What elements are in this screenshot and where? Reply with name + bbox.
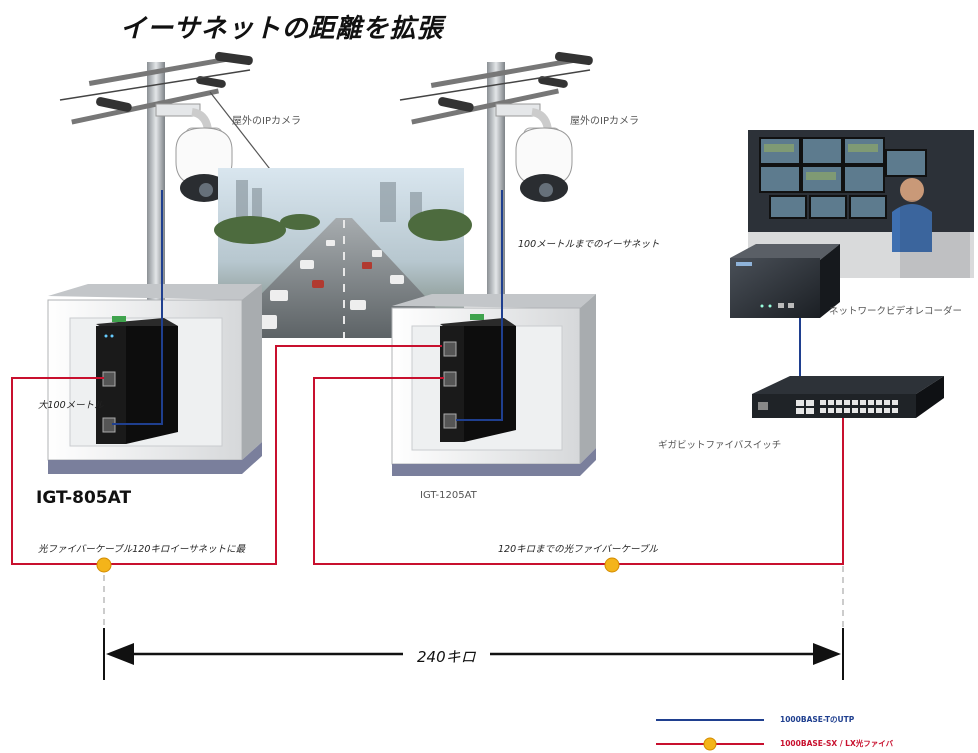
fiber-connector-icon bbox=[96, 557, 620, 573]
ip-camera-icon bbox=[495, 103, 573, 202]
camera-right-label: 屋外のIPカメラ bbox=[570, 116, 639, 127]
fiber-connector-icon bbox=[703, 737, 717, 751]
media-converter-icon bbox=[440, 314, 516, 442]
utp-links bbox=[112, 190, 801, 425]
model-right-label: IGT-1205AT bbox=[420, 490, 477, 501]
utility-pole-icon bbox=[399, 51, 593, 302]
network-video-recorder-icon bbox=[730, 244, 840, 318]
distance-guides bbox=[103, 566, 844, 628]
ip-camera-icon bbox=[155, 103, 233, 202]
legend-utp-label: 1000BASE-TのUTP bbox=[780, 715, 855, 724]
fiber-switch-icon bbox=[752, 376, 944, 418]
fiber-right-label: 120キロまでの光ファイバーケーブル bbox=[498, 544, 658, 555]
utp-100m-label: 100メートルまでのイーサネット bbox=[518, 239, 660, 250]
model-left-label: IGT-805AT bbox=[36, 488, 132, 508]
utility-pole-icon bbox=[59, 51, 281, 300]
distance-label: 240キロ bbox=[403, 646, 490, 667]
legend-fiber-label: 1000BASE-SX / LX光ファイバ bbox=[780, 739, 894, 748]
page-title: イーサネットの距離を拡張 bbox=[120, 14, 444, 44]
legend bbox=[656, 719, 764, 751]
camera-left-label: 屋外のIPカメラ bbox=[232, 116, 301, 127]
nvr-label: ネットワークビデオレコーダー bbox=[829, 306, 963, 317]
fiber-left-label: 光ファイバーケーブル120キロイーサネットに最 bbox=[38, 544, 246, 555]
max-100m-label: 大100メートル bbox=[38, 400, 104, 411]
switch-label: ギガビットファイバスイッチ bbox=[658, 440, 782, 451]
